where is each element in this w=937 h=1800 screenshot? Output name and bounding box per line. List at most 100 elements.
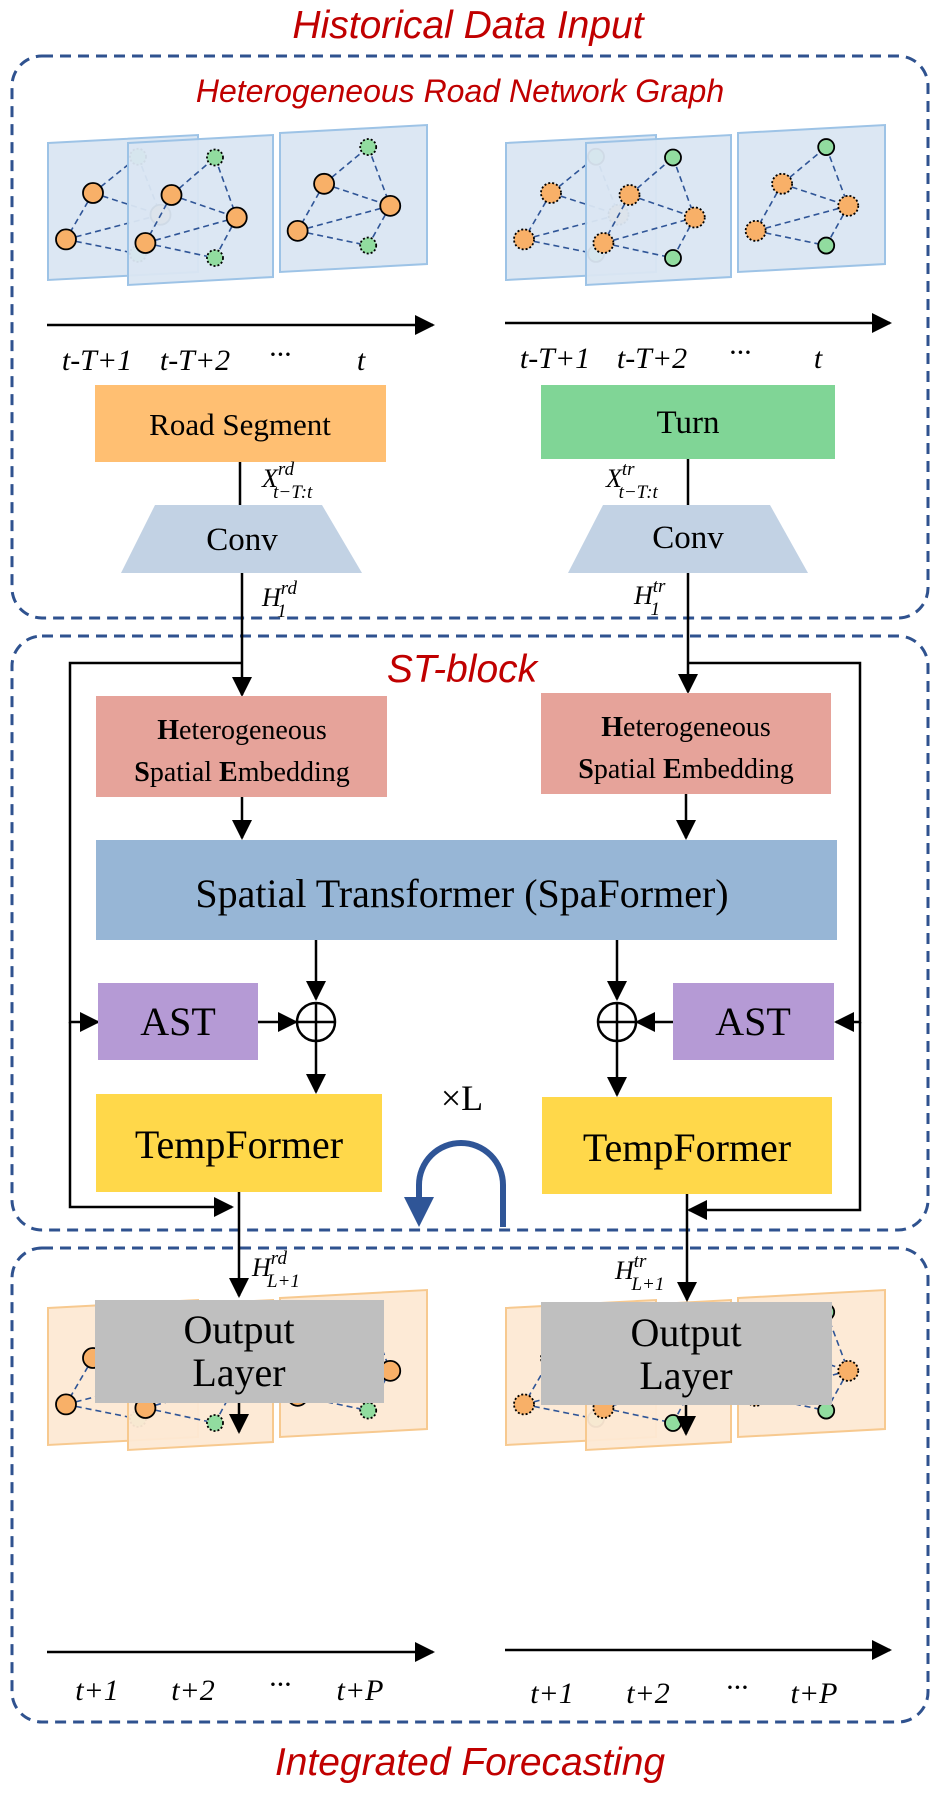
graph-edge bbox=[214, 217, 238, 259]
st-block-frame bbox=[10, 634, 930, 1232]
road-node bbox=[618, 184, 641, 206]
graph-input-right bbox=[505, 123, 886, 287]
graph-edge bbox=[523, 238, 597, 255]
graph-edge bbox=[825, 1370, 849, 1411]
graph-edge bbox=[603, 216, 695, 244]
graph-panel-plane bbox=[279, 123, 428, 274]
output-layer-box-right bbox=[541, 1302, 832, 1405]
time-label: t bbox=[357, 344, 366, 377]
graph-panel-plane bbox=[127, 133, 274, 287]
tempformer-label-right: TempFormer bbox=[583, 1125, 791, 1170]
ast-box-left bbox=[98, 983, 258, 1060]
graph-edge bbox=[755, 205, 849, 232]
turn-box bbox=[541, 385, 835, 459]
time-label: t-T+1 bbox=[520, 342, 590, 375]
turn-node bbox=[817, 138, 836, 156]
residual-path-right bbox=[688, 661, 862, 1032]
graph-edge bbox=[65, 238, 139, 255]
time-label: ··· bbox=[269, 338, 292, 371]
road-node bbox=[134, 232, 157, 254]
graph-edge bbox=[629, 194, 696, 219]
road-node bbox=[744, 219, 767, 242]
road-node bbox=[55, 1393, 77, 1416]
graph-edge bbox=[672, 157, 696, 218]
time-label: ··· bbox=[729, 336, 752, 369]
tempformer-box-left bbox=[96, 1094, 382, 1192]
graph-edge bbox=[145, 216, 237, 244]
time-label: t-T+1 bbox=[62, 344, 132, 377]
graph-input-left bbox=[47, 123, 428, 287]
graph-panel-plane bbox=[737, 123, 886, 274]
title-historical-input: Historical Data Input bbox=[292, 4, 645, 47]
loop-arrow bbox=[404, 1140, 506, 1227]
road-node bbox=[160, 184, 183, 206]
graph-edge bbox=[145, 1381, 237, 1409]
graph-edge bbox=[367, 205, 391, 246]
turn-label: Turn bbox=[657, 405, 720, 441]
turn-node bbox=[664, 249, 682, 267]
hse-line1-right: Heterogeneous bbox=[601, 712, 771, 743]
road-node bbox=[771, 172, 794, 195]
graph-edge bbox=[603, 242, 674, 259]
graph-edge bbox=[523, 1403, 597, 1420]
ast-label-right: AST bbox=[715, 999, 791, 1044]
turn-node bbox=[206, 148, 224, 167]
turn-node bbox=[359, 236, 378, 255]
turn-node bbox=[359, 1401, 378, 1420]
graph-panel bbox=[127, 133, 274, 287]
time-label: t-T+2 bbox=[617, 342, 687, 375]
graph-edge bbox=[171, 194, 238, 219]
graph-edge bbox=[65, 1403, 139, 1420]
tempformer-label-left: TempFormer bbox=[135, 1122, 343, 1167]
time-label: t-T+2 bbox=[160, 344, 230, 377]
graph-edge bbox=[145, 1407, 216, 1424]
graph-edge bbox=[603, 1407, 674, 1424]
ast-label-left: AST bbox=[140, 999, 216, 1044]
spaformer-box bbox=[96, 840, 837, 940]
time-label: t+2 bbox=[626, 1677, 670, 1710]
time-label: t+2 bbox=[171, 1674, 215, 1707]
time-label: ··· bbox=[269, 1668, 292, 1701]
road-node bbox=[379, 194, 402, 217]
graph-edge bbox=[755, 230, 827, 247]
loop-label: ×L bbox=[441, 1078, 483, 1118]
turn-node bbox=[664, 1414, 682, 1432]
road-segment-label: Road Segment bbox=[149, 407, 331, 442]
title-st-block: ST-block bbox=[387, 648, 540, 691]
add-node-left bbox=[295, 1001, 337, 1043]
road-node bbox=[540, 182, 562, 204]
road-node bbox=[837, 194, 860, 217]
time-label: t+P bbox=[337, 1674, 384, 1707]
output-line1-left: Output bbox=[183, 1307, 294, 1352]
road-segment-box bbox=[95, 385, 386, 462]
graph-edge bbox=[92, 192, 161, 216]
time-label: t bbox=[814, 342, 823, 375]
output-line2-left: Layer bbox=[192, 1350, 285, 1395]
title-graph: Heterogeneous Road Network Graph bbox=[196, 73, 724, 109]
graph-edge bbox=[145, 242, 216, 259]
road-node bbox=[82, 182, 104, 204]
output-line2-right: Layer bbox=[639, 1353, 732, 1398]
add-node-right bbox=[596, 1001, 638, 1043]
conv-block-right bbox=[568, 505, 808, 573]
road-node bbox=[55, 228, 77, 251]
time-label: ··· bbox=[726, 1671, 749, 1704]
graph-edge bbox=[825, 205, 849, 246]
hse-line1-left: Heterogeneous bbox=[157, 715, 327, 746]
road-node bbox=[683, 206, 706, 229]
output-line1-right: Output bbox=[630, 1310, 741, 1355]
residual-path-left bbox=[68, 661, 242, 1032]
time-label: t+1 bbox=[530, 1677, 574, 1710]
time-label: t+P bbox=[791, 1677, 838, 1710]
graph-edge bbox=[297, 230, 369, 247]
graph-panel bbox=[279, 123, 428, 274]
graph-edge bbox=[323, 183, 391, 207]
graph-edge bbox=[672, 217, 696, 259]
hse-line2-right: Spatial Embedding bbox=[578, 754, 793, 785]
